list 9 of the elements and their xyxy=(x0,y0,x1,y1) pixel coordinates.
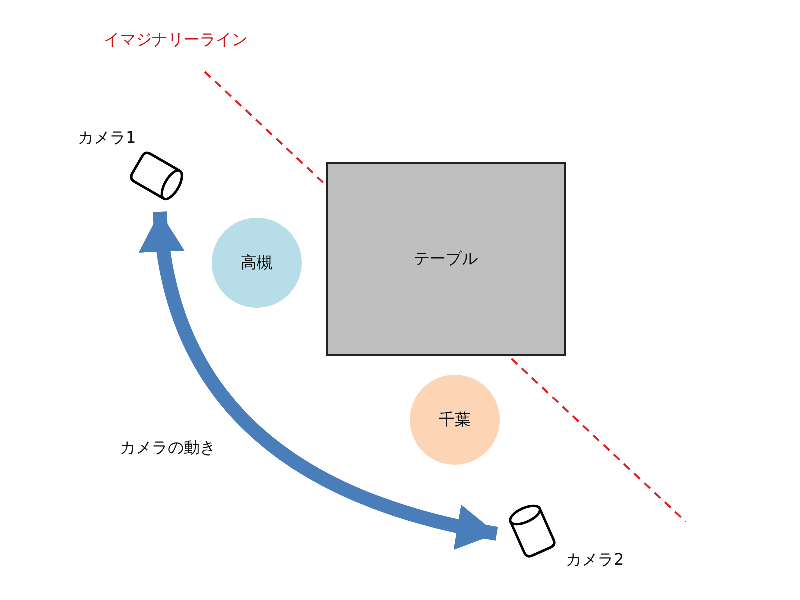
node-label: 千葉 xyxy=(439,410,471,430)
node-label: テーブル xyxy=(414,248,478,270)
double-arrow xyxy=(140,211,498,549)
line-label: イマジナリーライン xyxy=(104,30,248,51)
table-box xyxy=(326,162,566,356)
camera-label: カメラ1 xyxy=(78,128,136,149)
motion-label: カメラの動き xyxy=(120,438,216,459)
camera-label: カメラ2 xyxy=(566,550,624,571)
node-label: 高槻 xyxy=(241,252,273,274)
